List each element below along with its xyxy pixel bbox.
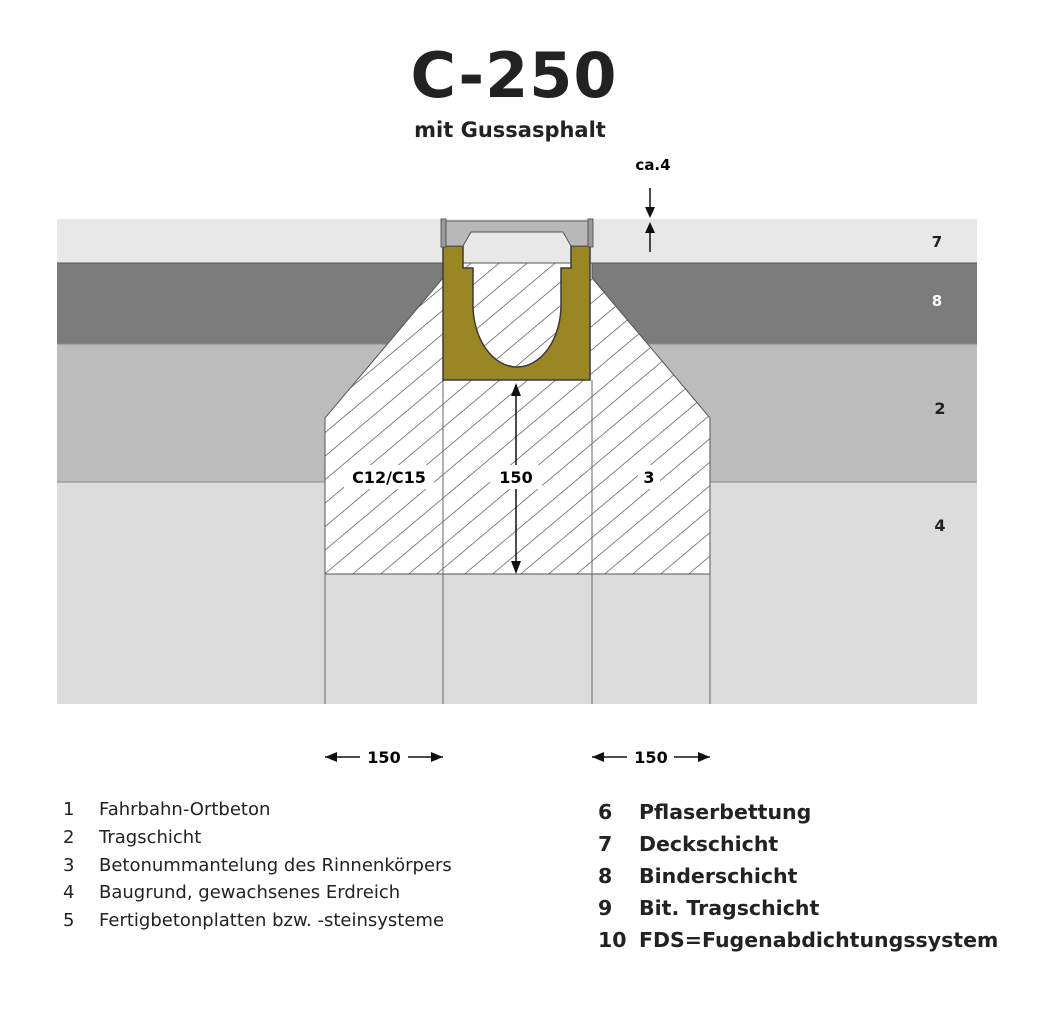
dim-arrow <box>511 383 521 396</box>
legend-text: FDS=Fugenabdichtungssystem <box>639 928 999 952</box>
label-background <box>490 465 542 489</box>
grating <box>445 220 589 247</box>
legend-item: 7 Deckschicht <box>598 828 1038 860</box>
legend-item: 4 Baugrund, gewachsenes Erdreich <box>63 879 479 907</box>
legend-text: Bit. Tragschicht <box>639 896 820 920</box>
dim-arrow <box>698 752 710 762</box>
legend-number: 6 <box>598 800 613 824</box>
dim-label-depth: 150 <box>499 468 532 487</box>
concrete-grade-label: C12/C15 <box>352 468 426 487</box>
layer-number-tragschicht: 2 <box>934 399 945 418</box>
legend-item: 10 FDS=Fugenabdichtungssystem <box>598 924 1038 956</box>
dim-label-surface-gap: ca.4 <box>635 156 670 174</box>
dim-label-side-right: 150 <box>634 748 667 767</box>
legend-item: 5 Fertigbetonplatten bzw. -steinsysteme <box>63 907 479 935</box>
label-background <box>638 465 660 489</box>
legend-text: Pflaserbettung <box>639 800 812 824</box>
drawing-title: C-250 <box>410 39 618 112</box>
encasement-number-label: 3 <box>643 468 654 487</box>
label-background <box>344 465 434 489</box>
legend-text: Fahrbahn-Ortbeton <box>99 799 271 820</box>
legend-number: 1 <box>63 799 75 820</box>
legend-number: 10 <box>598 928 627 952</box>
legend-text: Betonummantelung des Rinnenkörpers <box>99 854 452 876</box>
legend-text: Tragschicht <box>99 826 202 848</box>
layer-number-deckschicht: 7 <box>932 233 942 251</box>
dim-label-side-left: 150 <box>367 748 400 767</box>
legend-text: Baugrund, gewachsenes Erdreich <box>99 882 401 904</box>
legend-number: 4 <box>63 882 75 904</box>
legend-item: 9 Bit. Tragschicht <box>598 892 1038 924</box>
dim-arrow <box>511 561 521 574</box>
dim-arrow <box>325 752 337 762</box>
dim-arrow <box>431 752 443 762</box>
layer-number-baugrund: 4 <box>934 516 945 535</box>
legend-number: 5 <box>63 910 75 932</box>
legend-number: 8 <box>598 864 613 888</box>
legend-text: Binderschicht <box>639 864 798 888</box>
drawing-subtitle: mit Gussasphalt <box>414 118 606 142</box>
dim-arrow <box>645 222 655 233</box>
legend-text: Deckschicht <box>639 832 779 856</box>
dim-arrow <box>645 207 655 218</box>
legend-item: 2 Tragschicht <box>63 824 479 852</box>
legend-right: 6 Pflaserbettung 7 Deckschicht 8 Binderschi… <box>598 796 1038 956</box>
channel-frame-left <box>440 218 447 248</box>
legend-number: 9 <box>598 896 613 920</box>
legend-item: 6 Pflaserbettung <box>598 796 1038 828</box>
drainage-channel <box>442 245 591 381</box>
legend-number: 3 <box>63 854 75 876</box>
legend-item: 8 Binderschicht <box>598 860 1038 892</box>
legend-item: 1 Fahrbahn-Ortbeton <box>63 796 479 824</box>
layer-number-binderschicht: 8 <box>932 292 942 310</box>
concrete-encasement <box>324 262 711 575</box>
legend-text: Fertigbetonplatten bzw. -steinsysteme <box>99 910 445 932</box>
legend-number: 7 <box>598 832 613 856</box>
dim-arrow <box>592 752 604 762</box>
legend-number: 2 <box>63 826 75 848</box>
channel-frame-right <box>587 218 594 248</box>
legend-item: 3 Betonummantelung des Rinnenkörpers <box>63 852 479 880</box>
legend-left: 1 Fahrbahn-Ortbeton 2 Tragschicht 3 Betonum… <box>63 796 479 935</box>
